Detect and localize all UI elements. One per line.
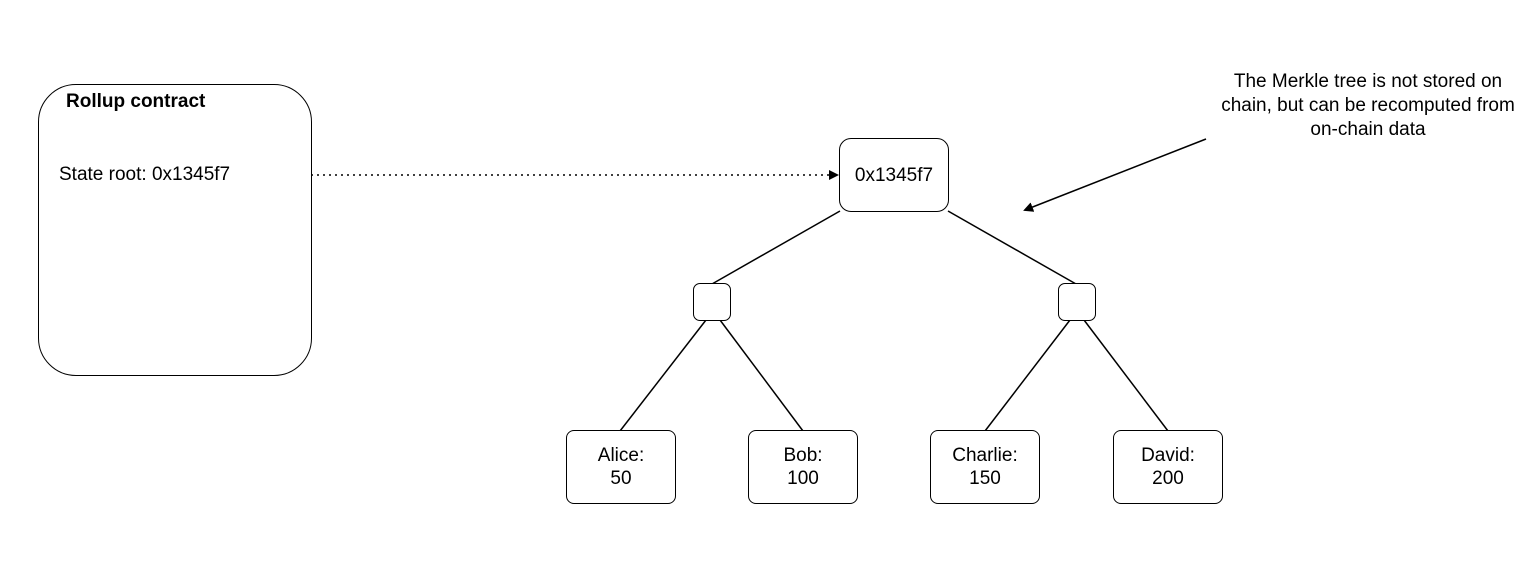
merkle-tree-note: The Merkle tree is not stored on chain, … — [1221, 71, 1515, 140]
leaf-balance: 50 — [610, 468, 632, 489]
state-root-label: State root: 0x1345f7 — [59, 164, 231, 185]
leaf-name: Bob: — [783, 445, 823, 466]
note-arrow — [1023, 138, 1207, 212]
leaf-balance: 150 — [969, 468, 1001, 489]
rollup-contract-title: Rollup contract — [66, 91, 206, 112]
merkle-root-node: 0x1345f7 — [839, 138, 949, 212]
edge-root-to-left — [711, 210, 841, 285]
merkle-inner-node-right — [1058, 283, 1096, 321]
leaf-balance: 100 — [787, 468, 819, 489]
rollup-contract-box — [38, 84, 312, 376]
merkle-root-hash: 0x1345f7 — [854, 164, 934, 186]
edge-right-to-david — [1083, 319, 1169, 432]
merkle-inner-node-left — [693, 283, 731, 321]
leaf-node-alice: Alice: 50 — [566, 430, 676, 504]
leaf-name: Charlie: — [952, 445, 1018, 466]
leaf-node-charlie: Charlie: 150 — [930, 430, 1040, 504]
edge-right-to-charlie — [984, 319, 1071, 432]
leaf-node-bob: Bob: 100 — [748, 430, 858, 504]
edge-left-to-bob — [719, 319, 804, 432]
edge-root-to-right — [947, 210, 1077, 285]
leaf-name: David: — [1141, 445, 1195, 466]
edge-left-to-alice — [619, 319, 707, 432]
leaf-name: Alice: — [597, 445, 645, 466]
leaf-node-david: David: 200 — [1113, 430, 1223, 504]
leaf-balance: 200 — [1152, 468, 1184, 489]
